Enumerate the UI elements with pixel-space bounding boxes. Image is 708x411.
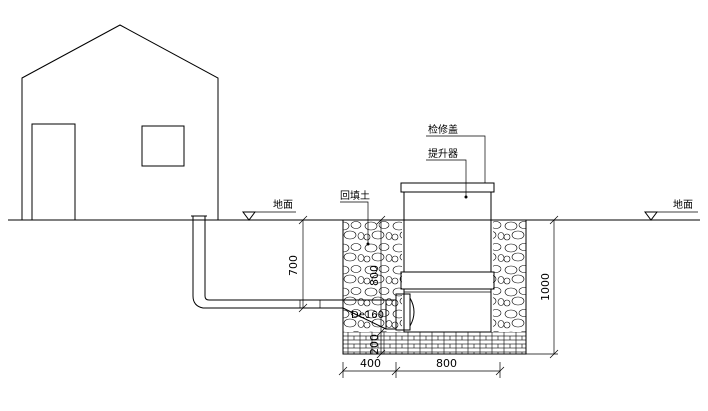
dim-800-200 (376, 215, 386, 359)
house-door (31, 123, 76, 221)
dim-1000 (526, 215, 559, 359)
label-inspection-cover: 检修盖 (428, 123, 458, 136)
dim-700-text: 700 (287, 255, 300, 276)
inspection-cover (400, 182, 495, 193)
dim-bottom (338, 362, 505, 378)
backfill-stones-right (493, 220, 526, 332)
excavation-outline (342, 220, 527, 355)
dim-800-text: 800 (368, 265, 381, 286)
drain-pipe (191, 215, 387, 330)
label-lifter: 提升器 (428, 148, 458, 160)
dim-1000-text: 1000 (539, 273, 552, 301)
leader-inspection-cover (426, 135, 486, 183)
ground-marker-left (242, 211, 296, 221)
label-backfill: 回填土 (340, 189, 370, 202)
leader-lifter (426, 159, 467, 196)
ground-label-left: 地面 (273, 198, 293, 211)
dim-400-text: 400 (360, 357, 381, 370)
lifter (385, 182, 495, 333)
dim-200-text: 200 (368, 334, 381, 355)
house (21, 24, 219, 221)
brick-base (343, 332, 526, 354)
leader-backfill (340, 201, 369, 243)
dim-800w-text: 800 (436, 357, 457, 370)
dim-700 (298, 215, 308, 313)
ground-label-right: 地面 (673, 198, 693, 211)
ground-marker-right (644, 211, 698, 221)
house-window (141, 125, 185, 167)
label-pipe: De160 (351, 310, 384, 321)
